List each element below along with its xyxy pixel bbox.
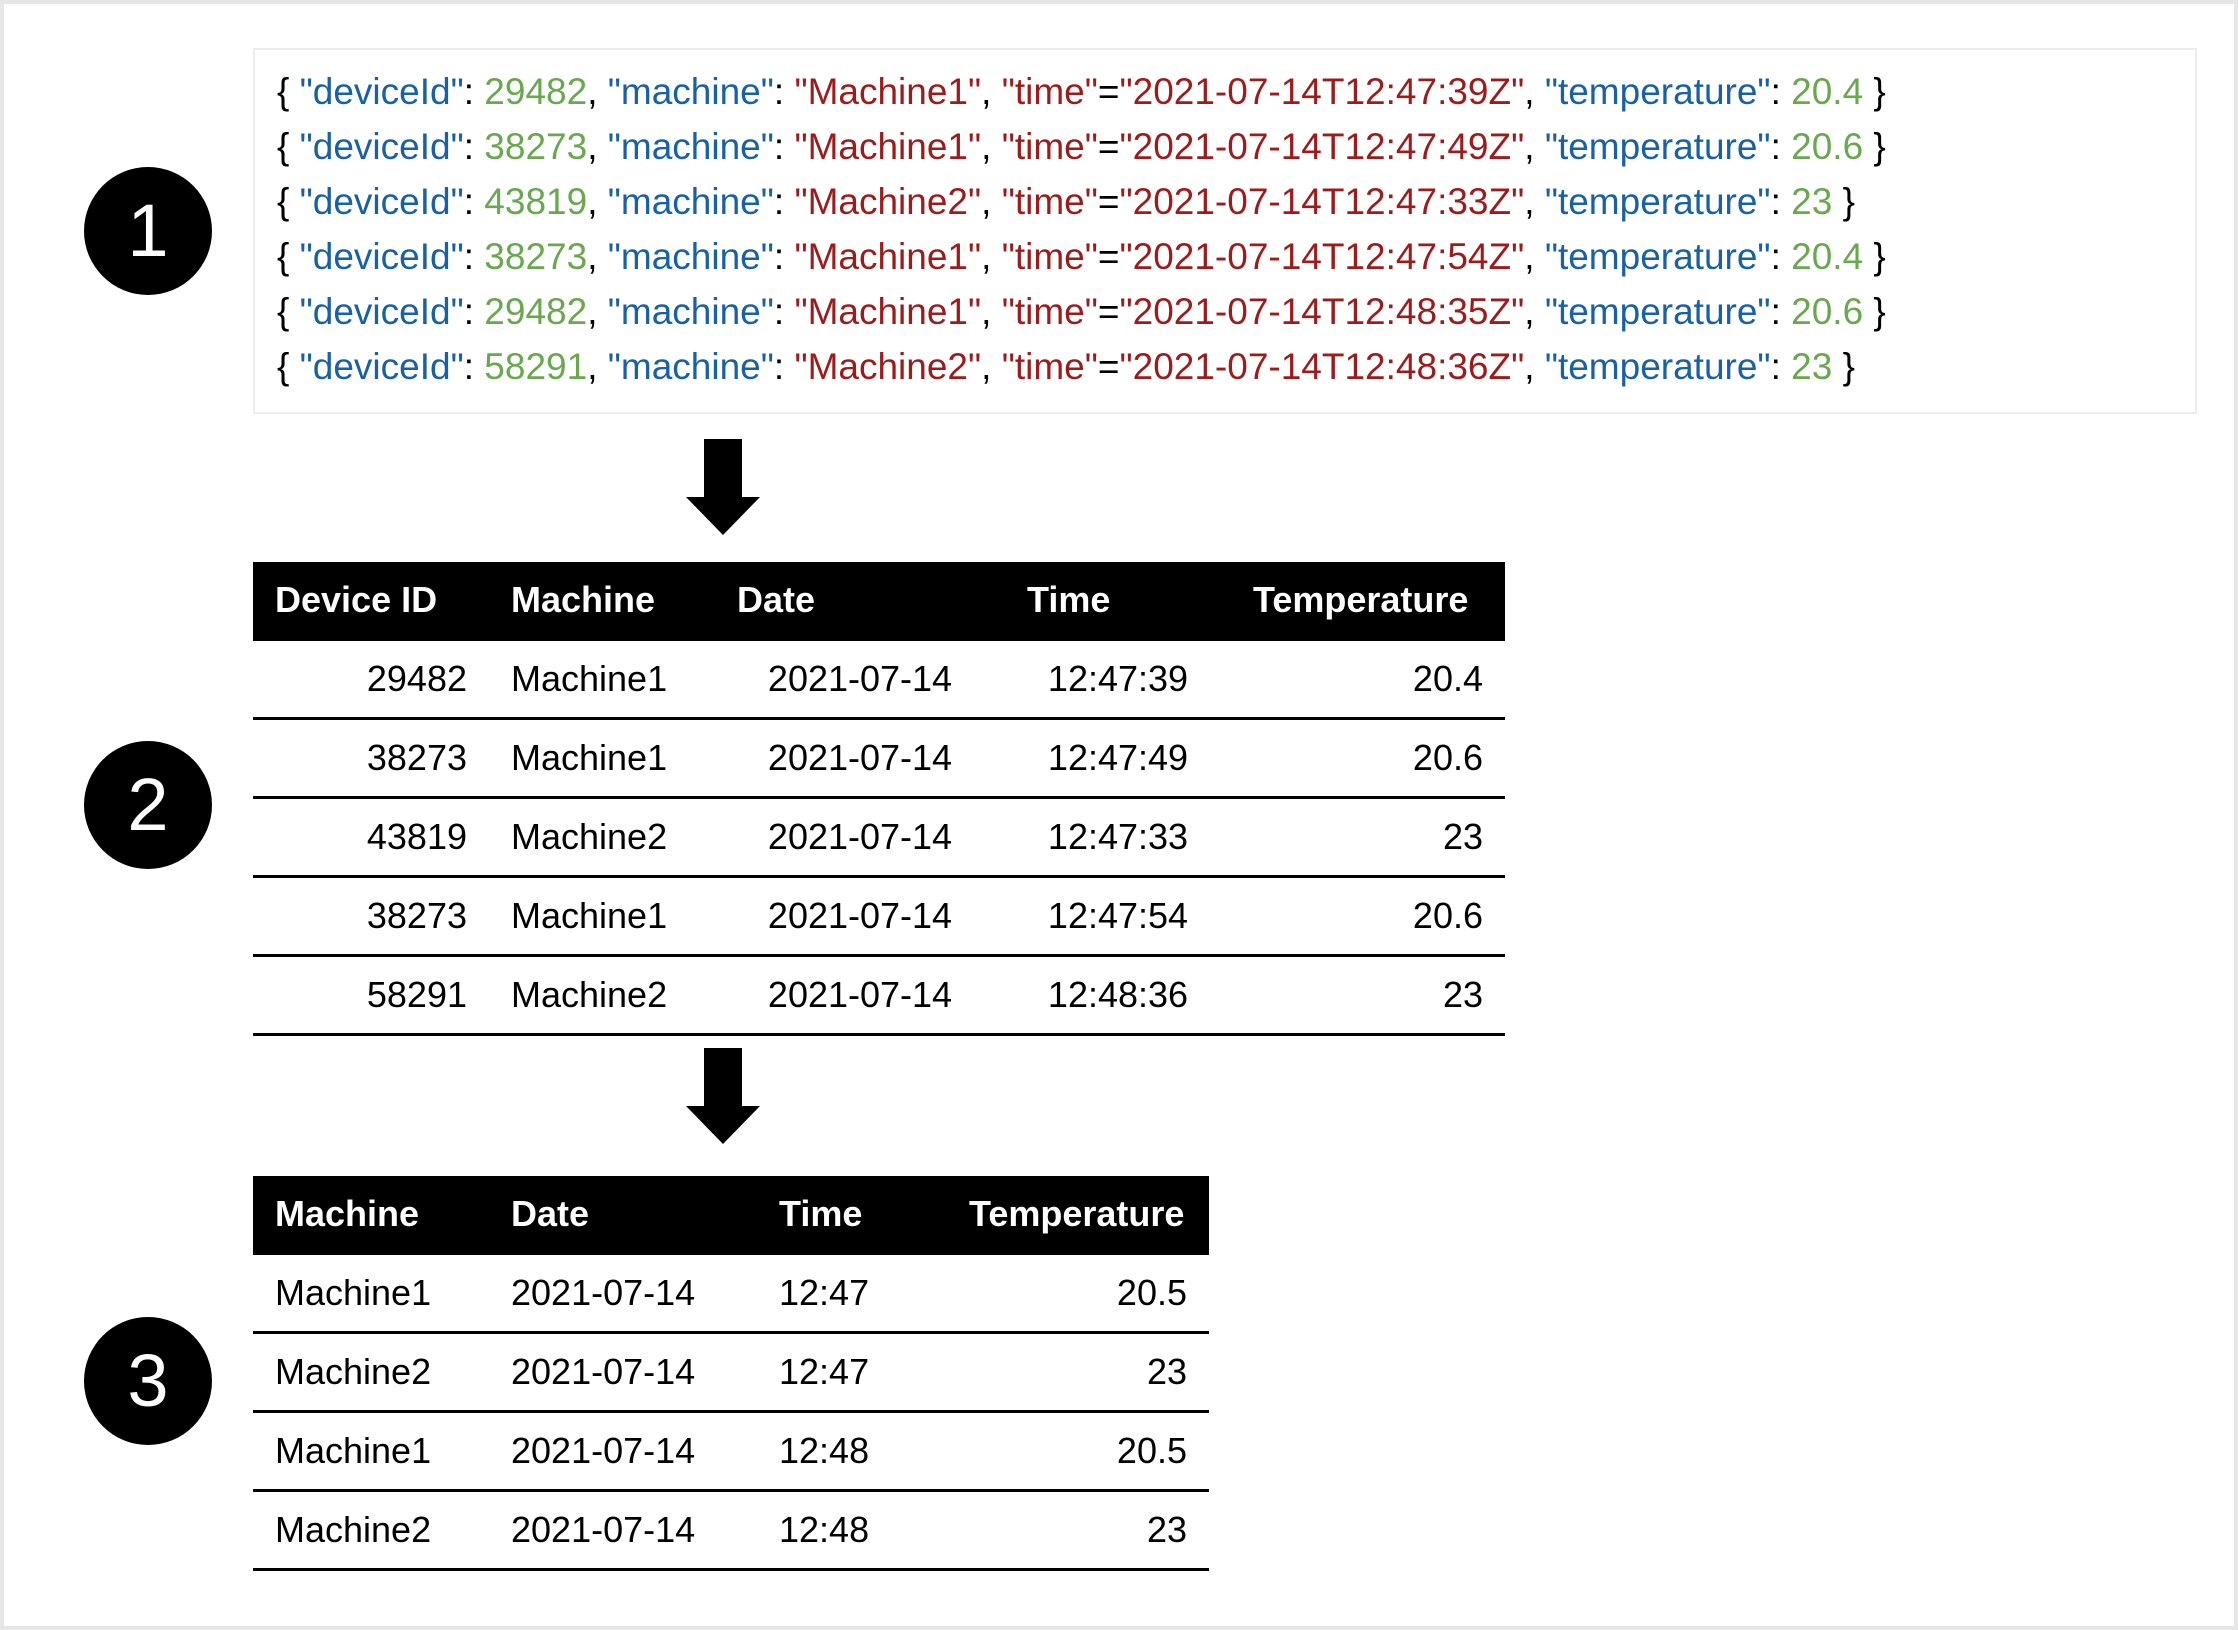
cell-device-id: 29482	[253, 638, 489, 720]
step-badge-2: 2	[84, 741, 212, 869]
column-header-device-id: Device ID	[253, 562, 489, 640]
cell-time: 12:47	[757, 1252, 947, 1334]
cell-date: 2021-07-14	[489, 1332, 757, 1413]
step-badge-1: 1	[84, 167, 212, 295]
column-header-temperature: Temperature	[1231, 562, 1505, 640]
step-badge-3: 3	[84, 1317, 212, 1445]
cell-date: 2021-07-14	[489, 1252, 757, 1334]
cell-machine: Machine2	[489, 955, 715, 1036]
cell-temperature: 20.6	[1231, 718, 1505, 799]
cell-machine: Machine1	[489, 718, 715, 799]
parsed-data-table: Device ID Machine Date Time Temperature …	[253, 562, 1505, 1036]
column-header-time: Time	[757, 1176, 947, 1254]
cell-time: 12:47:39	[1005, 638, 1231, 720]
table-header-row: Machine Date Time Temperature	[253, 1176, 1209, 1254]
cell-temperature: 20.6	[1231, 876, 1505, 957]
cell-machine: Machine2	[489, 797, 715, 878]
json-line: { "deviceId": 43819, "machine": "Machine…	[277, 181, 1855, 222]
cell-temperature: 23	[947, 1490, 1209, 1571]
cell-device-id: 38273	[253, 718, 489, 799]
cell-temperature: 23	[1231, 797, 1505, 878]
cell-time: 12:48:36	[1005, 955, 1231, 1036]
cell-date: 2021-07-14	[489, 1490, 757, 1571]
column-header-date: Date	[489, 1176, 757, 1254]
cell-device-id: 38273	[253, 876, 489, 957]
cell-machine: Machine1	[489, 876, 715, 957]
cell-date: 2021-07-14	[715, 955, 1005, 1036]
table-header-row: Device ID Machine Date Time Temperature	[253, 562, 1505, 640]
cell-device-id: 58291	[253, 955, 489, 1036]
cell-time: 12:48	[757, 1490, 947, 1571]
cell-date: 2021-07-14	[715, 797, 1005, 878]
column-header-machine: Machine	[489, 562, 715, 640]
cell-temperature: 23	[1231, 955, 1505, 1036]
json-line: { "deviceId": 38273, "machine": "Machine…	[277, 126, 1886, 167]
cell-date: 2021-07-14	[489, 1411, 757, 1492]
cell-temperature: 23	[947, 1332, 1209, 1413]
cell-time: 12:47:33	[1005, 797, 1231, 878]
raw-json-panel: { "deviceId": 29482, "machine": "Machine…	[253, 48, 2197, 414]
cell-time: 12:47:49	[1005, 718, 1231, 799]
cell-machine: Machine1	[489, 638, 715, 720]
cell-machine: Machine1	[253, 1252, 489, 1334]
cell-machine: Machine1	[253, 1411, 489, 1492]
json-line: { "deviceId": 29482, "machine": "Machine…	[277, 71, 1886, 112]
column-header-date: Date	[715, 562, 1005, 640]
json-line: { "deviceId": 38273, "machine": "Machine…	[277, 236, 1886, 277]
cell-device-id: 43819	[253, 797, 489, 878]
cell-date: 2021-07-14	[715, 638, 1005, 720]
json-line: { "deviceId": 58291, "machine": "Machine…	[277, 346, 1855, 387]
column-header-temperature: Temperature	[947, 1176, 1209, 1254]
cell-machine: Machine2	[253, 1332, 489, 1413]
json-line: { "deviceId": 29482, "machine": "Machine…	[277, 291, 1886, 332]
cell-temperature: 20.5	[947, 1252, 1209, 1334]
cell-temperature: 20.5	[947, 1411, 1209, 1492]
cell-temperature: 20.4	[1231, 638, 1505, 720]
column-header-machine: Machine	[253, 1176, 489, 1254]
cell-time: 12:48	[757, 1411, 947, 1492]
cell-time: 12:47:54	[1005, 876, 1231, 957]
cell-date: 2021-07-14	[715, 718, 1005, 799]
cell-machine: Machine2	[253, 1490, 489, 1571]
column-header-time: Time	[1005, 562, 1231, 640]
cell-date: 2021-07-14	[715, 876, 1005, 957]
arrow-down-icon	[686, 439, 760, 535]
cell-time: 12:47	[757, 1332, 947, 1413]
arrow-down-icon	[686, 1048, 760, 1144]
